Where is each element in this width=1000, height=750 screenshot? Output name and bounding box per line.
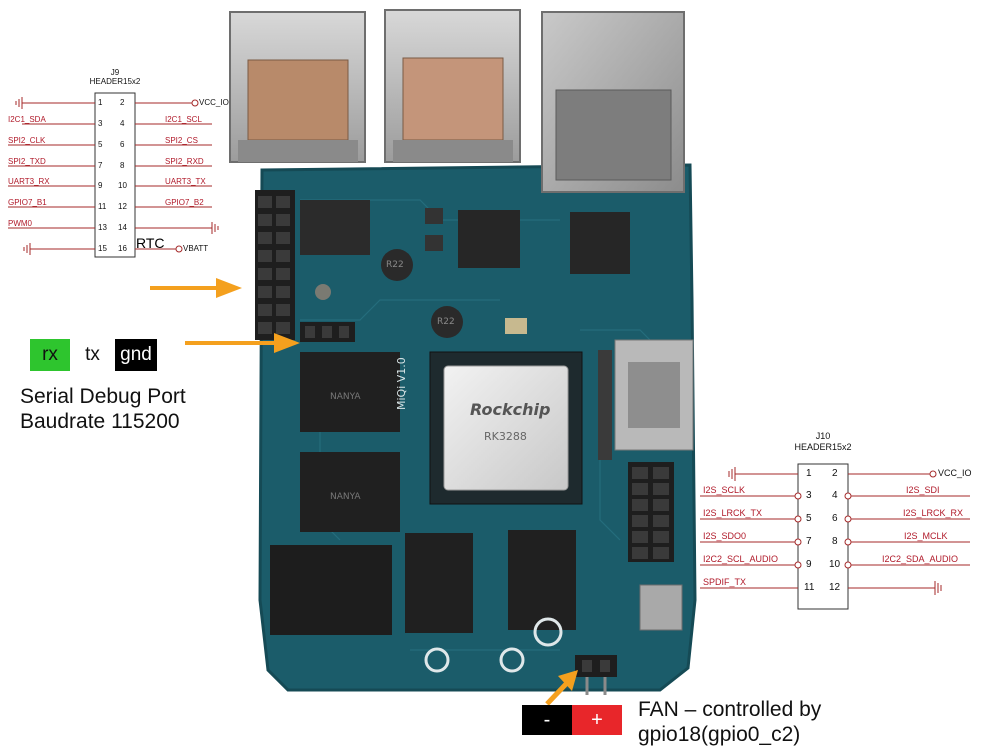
soc-model: RK3288 (484, 430, 527, 443)
j10-ref: J10 (815, 431, 831, 441)
board-version: MiQi V1.0 (395, 357, 408, 410)
ic-upper-middle (458, 210, 520, 268)
serial-debug-header (300, 322, 355, 342)
j9-schematic (8, 92, 219, 258)
ram-chip-1 (300, 352, 400, 432)
inductor-label-1: R22 (386, 260, 404, 270)
ram-chip-4 (508, 530, 576, 630)
side-connector (598, 350, 612, 460)
serial-tx: tx (70, 339, 115, 371)
mem-brand-1: NANYA (330, 392, 361, 402)
mem-brand-2: NANYA (330, 492, 361, 502)
inductor-label-2: R22 (437, 317, 455, 327)
serial-title-line1: Serial Debug Port (20, 385, 186, 408)
j10-pin-header (628, 462, 674, 562)
j10-schematic (700, 463, 970, 610)
soc-package (429, 351, 583, 505)
inductor-2 (431, 306, 463, 338)
serial-gnd: gnd (115, 339, 157, 371)
j9-ref: J9 (110, 68, 120, 77)
micro-usb-port (639, 584, 683, 631)
arrow-j9 (150, 278, 242, 298)
ic-upper-right (570, 212, 630, 274)
emmc-chip (270, 545, 392, 635)
j10-part: HEADER15x2 (794, 442, 852, 452)
fan-plus: + (572, 705, 622, 735)
ethernet-port (541, 11, 685, 193)
arrow-serial (185, 333, 300, 353)
ic-upper-left (300, 200, 370, 255)
serial-title-line2: Baudrate 115200 (20, 410, 180, 433)
rtc-note: RTC (136, 235, 165, 251)
fan-header (575, 655, 617, 695)
ram-chip-2 (300, 452, 400, 532)
soc-brand: Rockchip (470, 400, 551, 419)
fan-line1: FAN – controlled by (638, 698, 822, 721)
hdmi-port (614, 339, 694, 451)
j9-part: HEADER15x2 (89, 77, 141, 86)
fan-line2: gpio18(gpio0_c2) (638, 723, 801, 746)
usb-port-1 (229, 11, 366, 163)
arrow-fan (545, 670, 578, 706)
usb-port-2 (384, 9, 521, 163)
ram-chip-3 (405, 533, 473, 633)
j9-pin-header (255, 190, 295, 340)
serial-rx: rx (30, 339, 70, 371)
fan-minus: - (522, 705, 572, 735)
inductor-1 (381, 249, 413, 281)
